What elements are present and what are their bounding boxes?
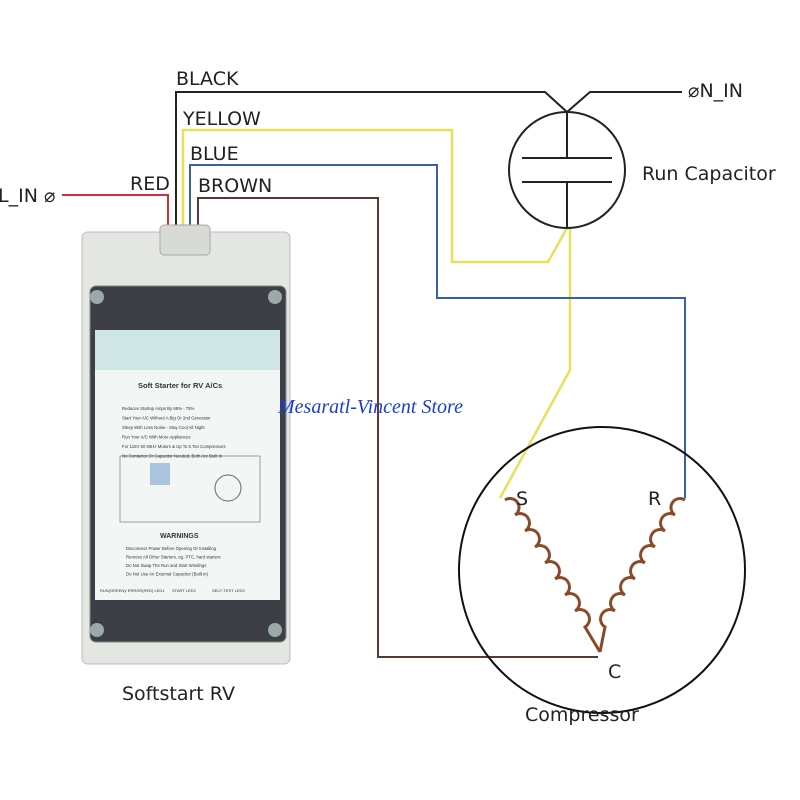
softstart-device: [81, 224, 291, 665]
label-yellow: YELLOW: [182, 108, 261, 130]
watermark: Mesaratl-Vincent Store: [277, 396, 463, 418]
feature-item: For 115V 50 60Hz Motors & Up To 5 Ton Co…: [122, 444, 226, 449]
label-red: RED: [130, 173, 170, 195]
compressor-symbol: [458, 426, 746, 714]
label-run-capacitor: Run Capacitor: [642, 163, 776, 185]
led-label: SELF-TEST LED3: [212, 588, 245, 593]
label-blue: BLUE: [190, 143, 239, 165]
led-label: RUN(GREEN)/ ERROR(RED) LED1: [100, 588, 165, 593]
yellow-wire: [181, 128, 572, 499]
label-brown: BROWN: [198, 175, 272, 197]
label-black: BLACK: [176, 68, 239, 90]
feature-item: Start Your A/C Without A Big Or 2nd Gene…: [122, 416, 211, 421]
label-terminal-c: C: [608, 661, 621, 683]
blue-wire: [189, 164, 686, 498]
warning-item: Do Not Use An External Capacitor (Built …: [126, 572, 208, 577]
brown-wire: [197, 197, 598, 658]
label-terminal-r: R: [648, 488, 661, 510]
black-wire: [175, 91, 682, 240]
start-winding: [504, 497, 602, 653]
feature-item: Sleep With Less Noise - Stay Cool All Ni…: [122, 425, 205, 430]
feature-item: Run Your A/C With More Appliances: [122, 435, 191, 440]
warning-item: Remove All Other Starters, eg. PTC, hard…: [126, 555, 221, 560]
warnings-title: WARNINGS: [160, 533, 199, 540]
warning-item: Disconnect Power Before Opening Or Insta…: [126, 546, 217, 551]
led-label: START LED2: [172, 588, 197, 593]
feature-item: No Contactor Or Capacitor Needed, Both A…: [122, 454, 223, 459]
run-winding: [598, 497, 686, 653]
label-terminal-s: S: [516, 488, 528, 510]
warning-item: Do Not Swap The Run and Start Windings: [126, 563, 206, 568]
label-device-name: Softstart RV: [122, 683, 235, 705]
feature-item: Reduces Startup Amps By 65% - 75%: [122, 406, 195, 411]
label-compressor: Compressor: [525, 704, 639, 726]
device-title: Soft Starter for RV A/Cs: [138, 381, 222, 390]
run-capacitor-symbol: [508, 111, 626, 229]
label-l-in: L_IN ⌀: [0, 185, 55, 207]
label-n-in: ⌀N_IN: [688, 80, 743, 102]
